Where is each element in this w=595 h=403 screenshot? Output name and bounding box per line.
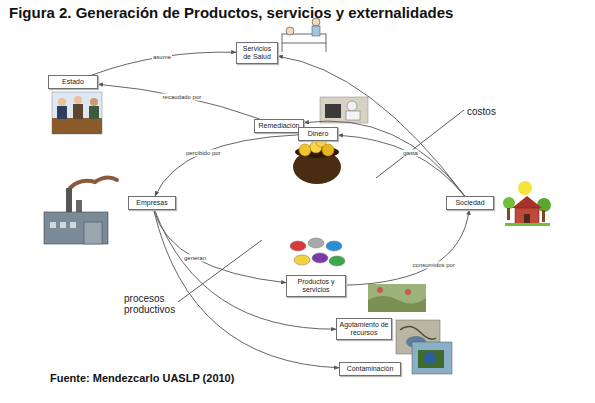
edge-label: asume (152, 53, 172, 60)
leader-line (178, 240, 262, 302)
concept-box: Contaminación (339, 362, 401, 376)
annotation-label: procesos productivos (124, 293, 184, 315)
box-text: Sociedad (449, 199, 491, 207)
flow-arrow (98, 84, 260, 119)
box-text: Empresas (131, 199, 173, 207)
concept-box: Remediación (254, 119, 304, 133)
hospital-clipart (282, 18, 326, 52)
edge-label: recaudado por (162, 93, 203, 100)
concept-box: Agotamiento de recursos (336, 318, 392, 340)
paint-cans-clipart (290, 238, 345, 266)
source-caption: Fuente: Mendezcarlo UASLP (2010) (50, 372, 234, 384)
concept-box: Empresas (128, 196, 176, 210)
house-clipart (503, 181, 551, 226)
box-text: Servicios de Salud (239, 45, 275, 61)
remediation-clipart (320, 97, 368, 123)
concept-box: Sociedad (446, 196, 494, 210)
concept-box: Estado (48, 75, 98, 89)
edge-label: consumidos por (412, 261, 456, 268)
officials-clipart (52, 92, 102, 134)
pollution-clipart (412, 342, 452, 374)
landscape-clipart (368, 284, 426, 312)
box-text: Agotamiento de recursos (339, 321, 389, 337)
box-text: Remediación (257, 122, 301, 130)
concept-box: Productos y servicios (286, 275, 346, 297)
flow-arrow (155, 210, 336, 329)
flow-arrow (338, 135, 464, 196)
box-text: Dinero (301, 130, 335, 138)
edge-label: percibido por (185, 149, 222, 156)
flow-arrow (92, 52, 236, 75)
box-text: Estado (51, 78, 95, 86)
pot-of-gold-clipart (293, 137, 341, 184)
annotation-label: costos (467, 106, 507, 117)
flow-arrow (155, 135, 298, 196)
flow-arrow (278, 56, 465, 196)
edge-label: gasta (402, 149, 419, 156)
box-text: Contaminación (342, 365, 398, 373)
concept-box: Dinero (298, 127, 338, 141)
flow-arrow (346, 210, 469, 285)
concept-box: Servicios de Salud (236, 42, 278, 64)
edge-label: generan (183, 255, 207, 262)
figure-title: Figura 2. Generación de Productos, servi… (9, 4, 453, 21)
flow-arrow (154, 210, 286, 283)
box-text: Productos y servicios (289, 278, 343, 294)
factory-clipart (44, 177, 117, 244)
